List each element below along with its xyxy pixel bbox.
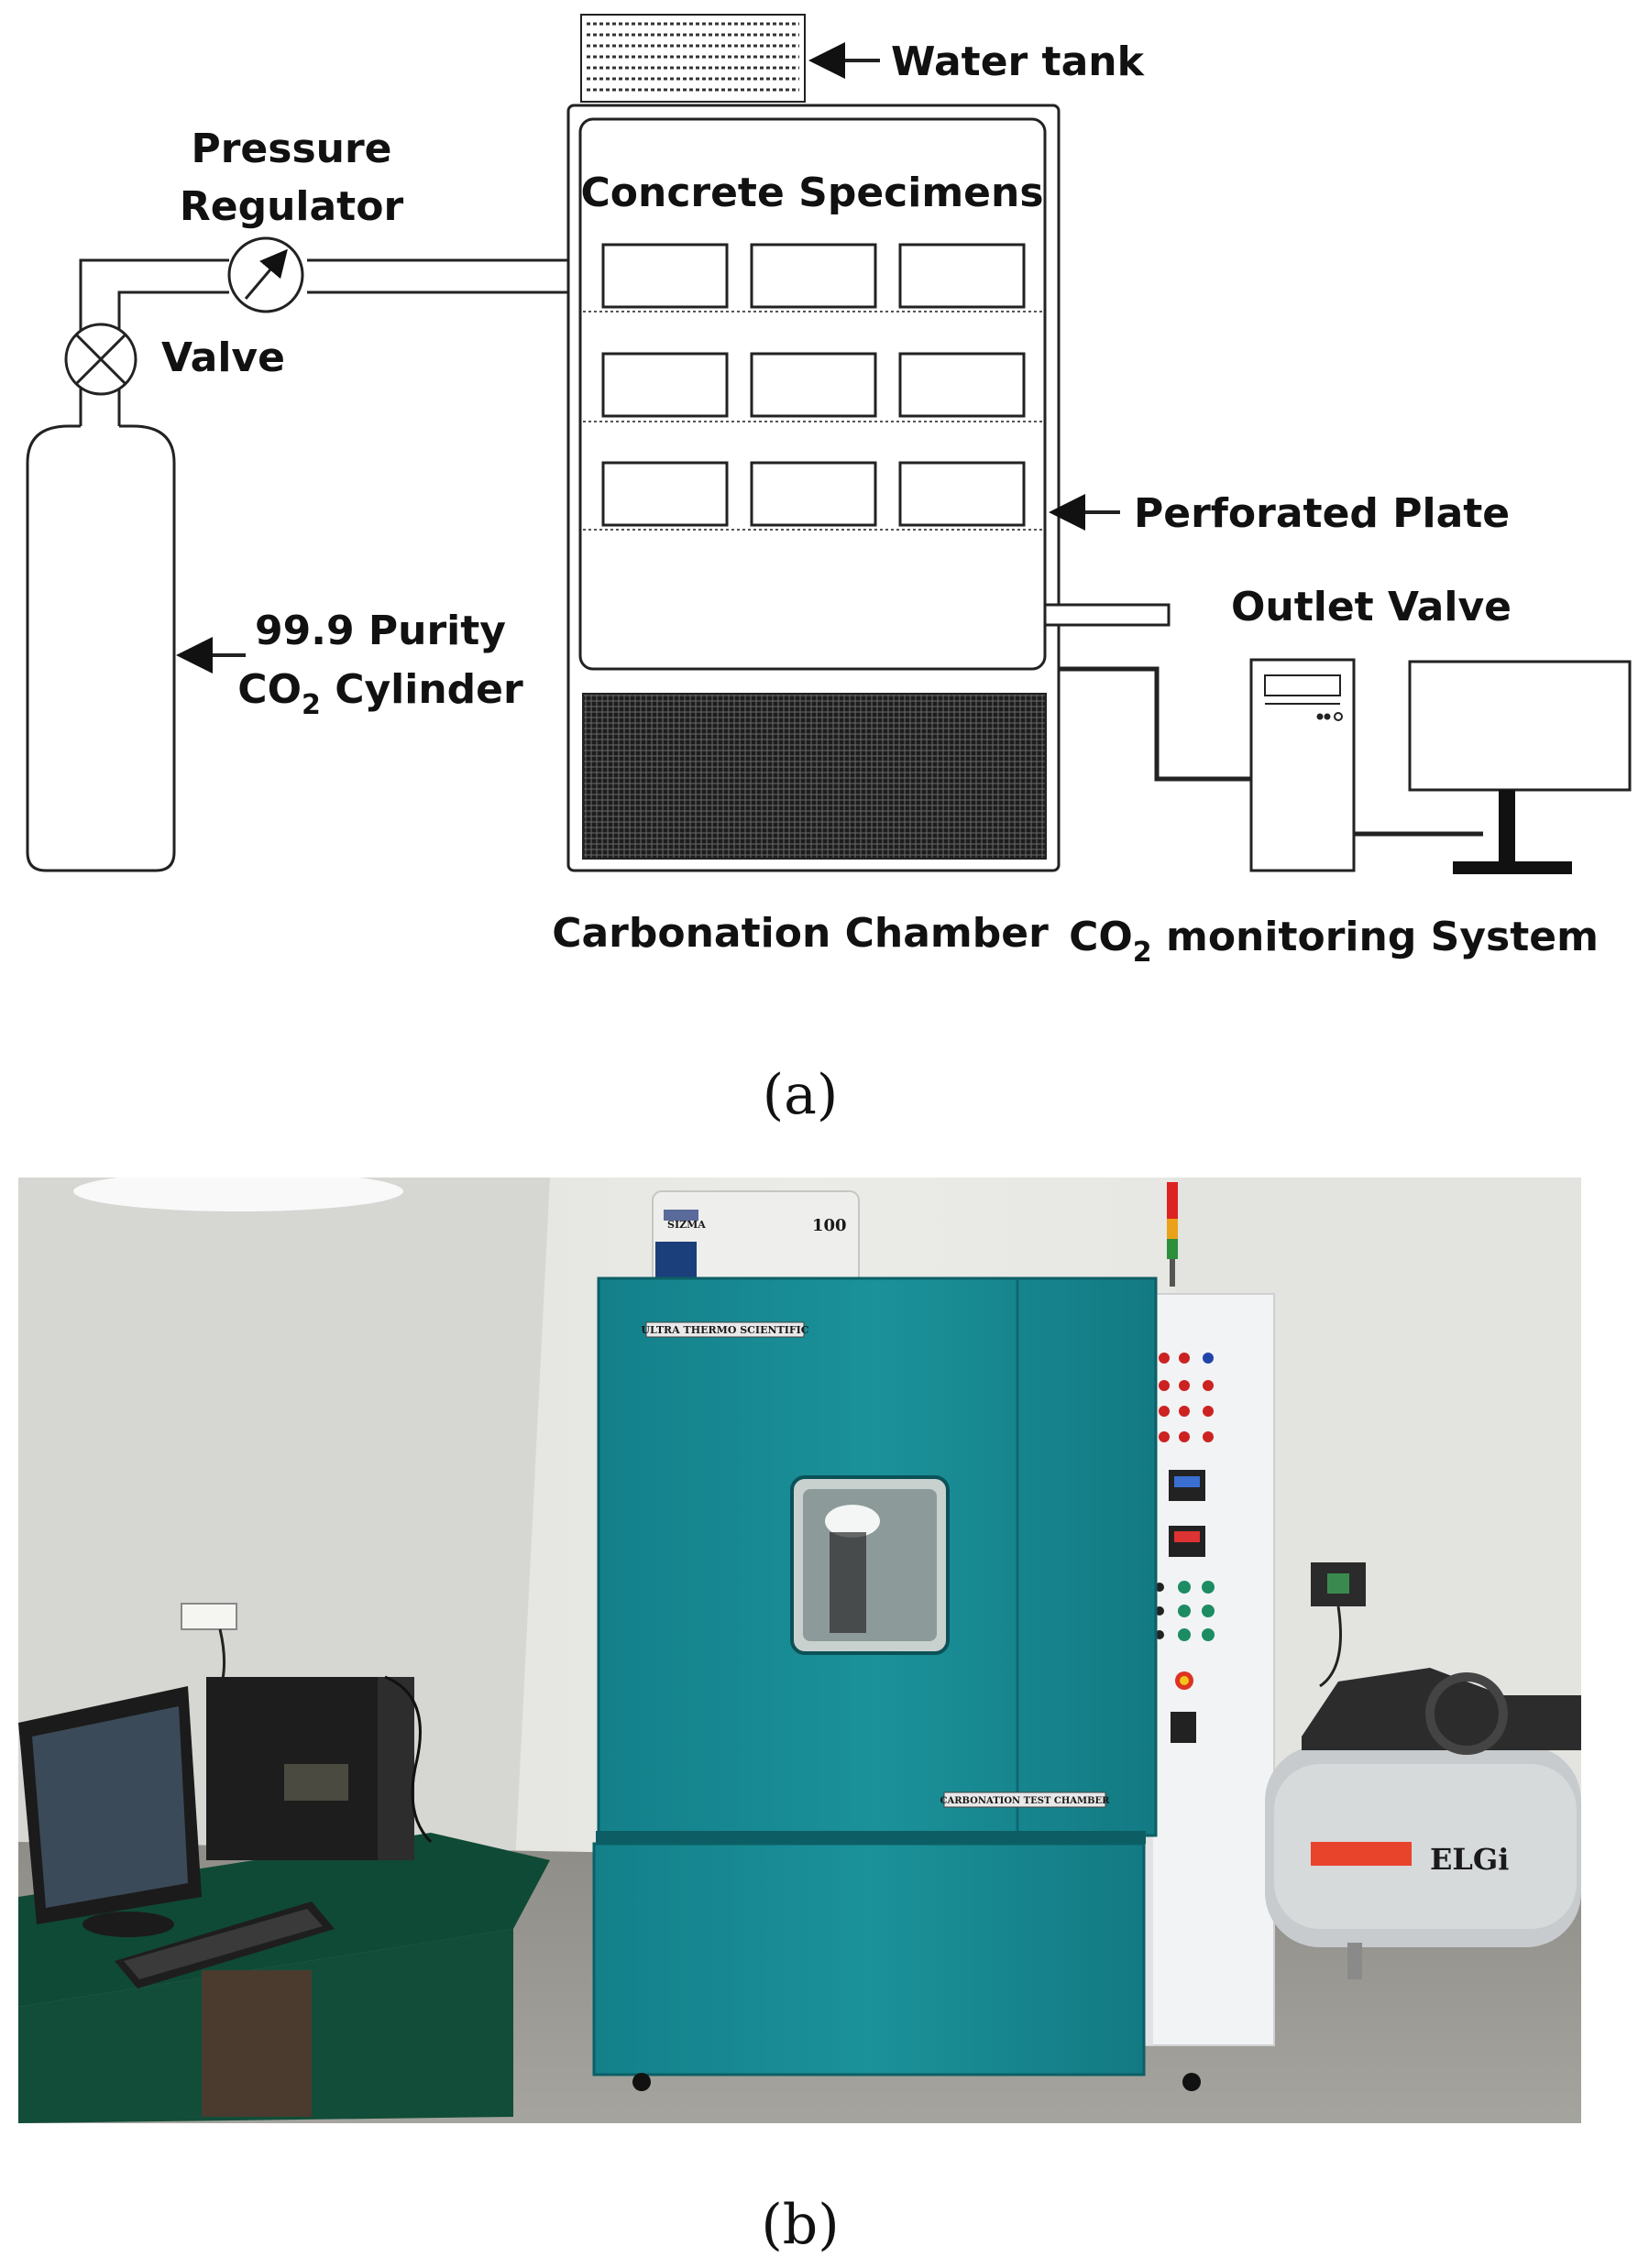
water-tank-label: Water tank bbox=[891, 38, 1146, 85]
chamber-base-mesh bbox=[582, 693, 1047, 860]
monitoring-cable bbox=[1059, 666, 1251, 782]
outlet-valve-label: Outlet Valve bbox=[1231, 584, 1512, 630]
cylinder-label-line1: 99.9 Purity bbox=[255, 608, 506, 654]
tank-brand-text: SIZMA bbox=[667, 1219, 706, 1231]
perforated-plate-label: Perforated Plate bbox=[1134, 490, 1510, 537]
control-panel-buttons bbox=[1155, 1353, 1215, 1743]
compressor-brand-text: ELGi bbox=[1430, 1842, 1509, 1877]
water-tank bbox=[580, 14, 806, 103]
computer-monitor bbox=[1408, 660, 1632, 874]
air-compressor: ELGi bbox=[1265, 1668, 1581, 1979]
schematic-diagram bbox=[26, 14, 1632, 874]
concrete-specimens bbox=[601, 243, 1026, 527]
caption-b: (b) bbox=[761, 2193, 839, 2257]
tank-number-text: 100 bbox=[812, 1216, 847, 1235]
caption-a: (a) bbox=[763, 1063, 839, 1127]
chamber-inner-compartment bbox=[578, 117, 1047, 671]
cylinder-label-line2: CO2 Cylinder bbox=[237, 666, 523, 721]
carbonation-chamber-outline bbox=[566, 104, 1061, 872]
pressure-regulator-label-line2: Regulator bbox=[180, 183, 404, 230]
photo-carbonation-lab: SIZMA 100 bbox=[18, 1178, 1581, 2123]
co2-monitoring-label: CO2 monitoring System bbox=[1069, 914, 1599, 969]
computer-table bbox=[18, 1675, 550, 2123]
gas-supply-line bbox=[79, 258, 568, 426]
chamber-plate-text: CARBONATION TEST CHAMBER bbox=[940, 1796, 1110, 1806]
concrete-specimens-label: Concrete Specimens bbox=[580, 170, 1043, 216]
computer-tower bbox=[1249, 658, 1356, 872]
carbonation-chamber-label: Carbonation Chamber bbox=[552, 910, 1049, 957]
brand-plate-text: ULTRA THERMO SCIENTIFIC bbox=[641, 1324, 808, 1336]
pressure-regulator-label-line1: Pressure bbox=[191, 126, 391, 172]
valve-label: Valve bbox=[161, 334, 285, 381]
perforated-plates bbox=[583, 311, 1042, 531]
outlet-valve bbox=[1043, 603, 1171, 627]
valve-symbol bbox=[64, 323, 137, 396]
pressure-regulator-gauge bbox=[227, 236, 304, 313]
co2-cylinder bbox=[26, 424, 176, 872]
